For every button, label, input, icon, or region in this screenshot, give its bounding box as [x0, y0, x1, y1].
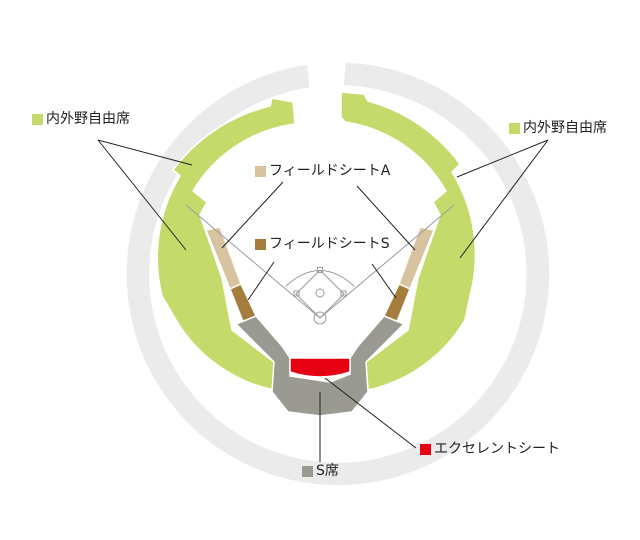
leader-field-a-left — [221, 181, 284, 249]
legend-field-seat-a: フィールドシートA — [255, 163, 390, 179]
leader-field-s-left — [247, 261, 275, 301]
second-base — [317, 267, 323, 273]
leader-outfield-right-a — [459, 139, 549, 259]
foul-line-left — [185, 204, 321, 319]
s-seat-swatch — [302, 465, 313, 477]
outer-concourse-ring — [125, 61, 551, 487]
field-seat-s-swatch — [255, 238, 266, 250]
leader-outfield-left-b — [97, 139, 193, 166]
infield-diamond — [295, 269, 345, 319]
leader-lines — [97, 139, 549, 462]
excellent-seat-label: エクセレントシート — [434, 441, 560, 457]
legend-excellent-seat: エクセレントシート — [420, 441, 560, 457]
legend-outfield-free-left: 内外野自由席 — [32, 111, 130, 127]
field-seat-a-label: フィールドシートA — [269, 163, 391, 179]
leader-outfield-right-b — [456, 139, 549, 178]
outfield-free-label: 内外野自由席 — [46, 111, 130, 127]
leader-excellent-seat — [324, 377, 417, 449]
home-plate-circle — [313, 311, 327, 325]
first-base — [340, 290, 347, 297]
excellent-seat-swatch — [420, 443, 431, 455]
leader-outfield-left-a — [97, 139, 187, 251]
excellent-seat-area[interactable] — [289, 357, 351, 378]
legend-s-seat: S席 — [302, 463, 339, 479]
field-seat-s-label: フィールドシートS — [269, 236, 390, 252]
outfield-free-swatch — [509, 122, 520, 134]
leader-field-a-right — [356, 185, 416, 251]
outfield-free-label: 内外野自由席 — [523, 120, 607, 136]
baseball-field — [185, 204, 455, 325]
legend-field-seat-s: フィールドシートS — [255, 236, 390, 252]
pitchers-mound — [315, 288, 325, 298]
legend-outfield-free-right: 内外野自由席 — [509, 120, 607, 136]
outfield-free-stand-right[interactable] — [340, 91, 477, 391]
leader-field-s-right — [371, 263, 397, 299]
outfield-free-swatch — [32, 113, 43, 125]
s-seat-label: S席 — [316, 463, 339, 479]
outfield-free-stand-left[interactable] — [156, 97, 296, 391]
field-seat-a-swatch — [255, 165, 266, 177]
foul-line-right — [319, 204, 455, 319]
third-base — [293, 290, 300, 297]
